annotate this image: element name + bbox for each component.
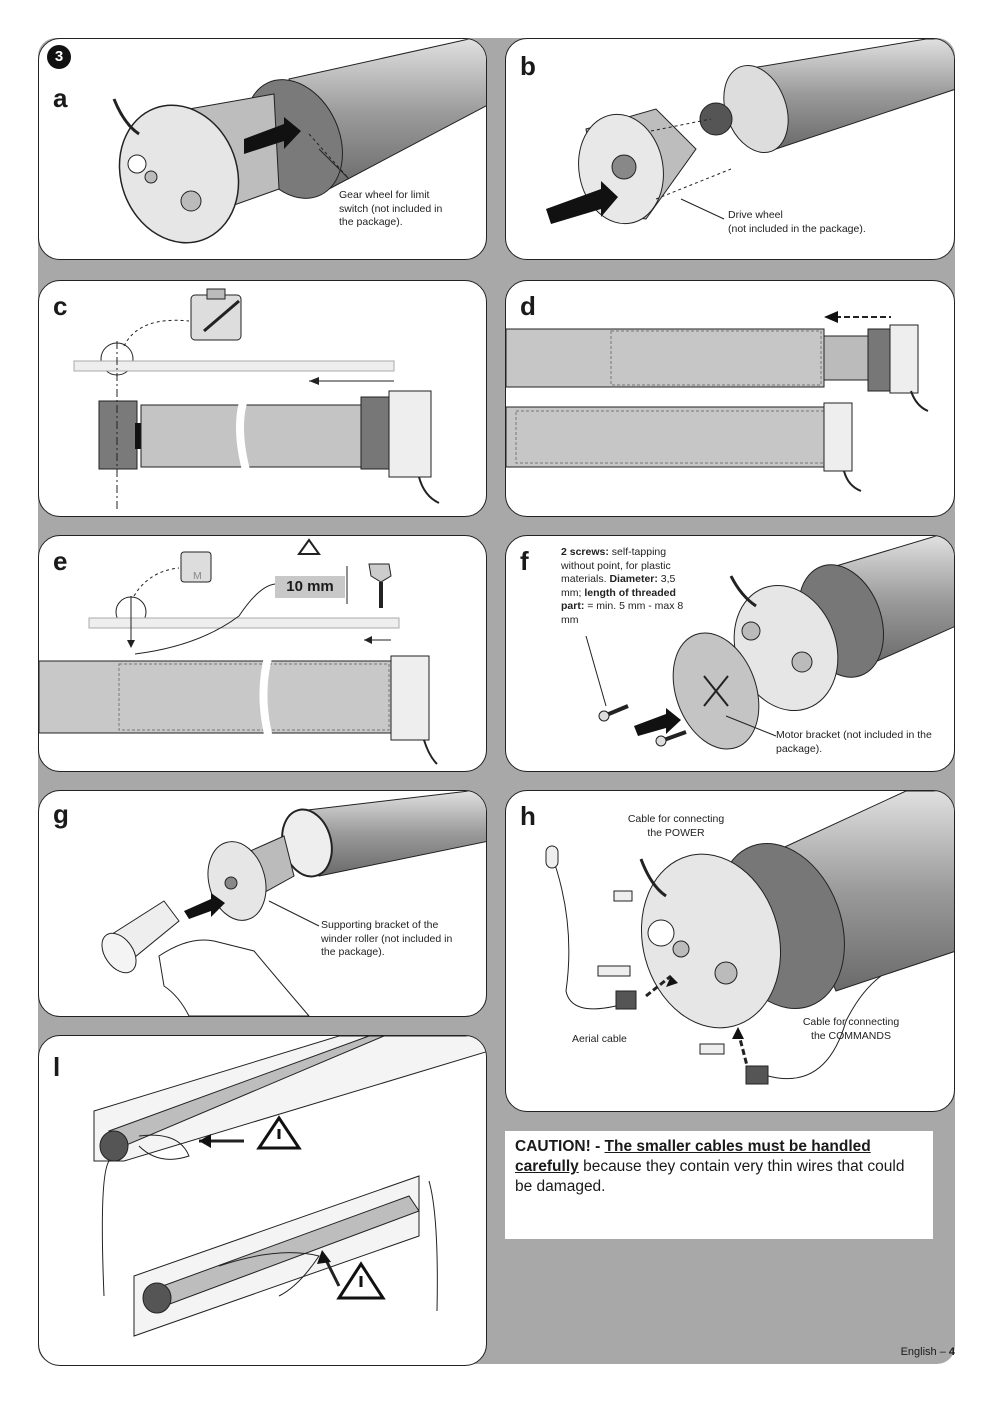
panel-g-caption: Supporting bracket of the winder roller …	[321, 919, 453, 958]
panel-h-letter: h	[520, 801, 536, 831]
panel-h: h Cable for connecting the POWER Aerial …	[505, 790, 955, 1112]
aerial-cable-caption: Aerial cable	[572, 1033, 627, 1045]
screws-spec-t5: length of threaded part:	[561, 586, 676, 613]
panel-c-letter: c	[53, 291, 68, 321]
panel-f-letter: f	[520, 546, 529, 576]
panel-a-caption: Gear wheel for limit switch (not include…	[339, 189, 443, 228]
panel-b-caption-line2: (not included in the package).	[728, 222, 866, 235]
caution-lead: CAUTION! -	[515, 1138, 605, 1155]
screws-spec-t1: 2 screws:	[561, 546, 609, 558]
screws-spec-t2: self-tapping without point, for plastic …	[561, 546, 671, 585]
commands-cable-caption: Cable for connecting the COMMANDS	[781, 1016, 921, 1043]
panel-l: l	[38, 1035, 487, 1366]
motor-bracket-illustration	[585, 536, 954, 750]
caution-rest: because they contain very thin wires tha…	[515, 1158, 905, 1195]
screws-spec-t6: = min. 5 mm - max 8 mm	[561, 600, 684, 626]
step-number-badge: 3	[47, 45, 71, 69]
power-cable-caption-line2: the POWER	[647, 826, 705, 839]
panel-b: b Drive wheel (not included in the packa…	[505, 38, 955, 260]
power-cable-caption: Cable for connecting the POWER	[606, 813, 746, 840]
panel-d: d	[505, 280, 955, 517]
panel-a-letter: a	[53, 83, 68, 113]
screws-spec: 2 screws: self-tapping without point, fo…	[561, 546, 696, 627]
panel-b-caption: Drive wheel (not included in the package…	[728, 209, 928, 236]
drive-wheel-illustration	[546, 39, 954, 225]
cable-routing-illustration	[93, 1036, 486, 1337]
supporting-bracket-illustration	[101, 791, 486, 1016]
panel-g: g Supporting bracket of the winder rolle…	[38, 790, 487, 1017]
caution-underlined: The smaller cables must be handled caref…	[515, 1138, 871, 1175]
page-footer: English – 4	[901, 1346, 955, 1358]
motor-gear-illustration	[112, 39, 486, 244]
panel-e: e 10 mm M	[38, 535, 487, 772]
panel-a: 3 a Gear wheel for limit switch (not inc…	[38, 38, 487, 260]
panel-g-letter: g	[53, 799, 69, 829]
footer-language: English –	[900, 1346, 949, 1358]
panel-b-letter: b	[520, 51, 536, 81]
dimension-10mm: 10 mm	[275, 576, 345, 598]
screws-spec-t3: Diameter:	[609, 573, 658, 585]
marker-m-label: M	[193, 570, 202, 582]
caution-note: CAUTION! - The smaller cables must be ha…	[505, 1131, 933, 1239]
panel-c: c	[38, 280, 487, 517]
panel-d-letter: d	[520, 291, 536, 321]
measure-tube-illustration	[73, 288, 440, 511]
cables-illustration	[545, 791, 954, 1085]
panel-l-letter: l	[53, 1052, 61, 1082]
power-cable-caption-line1: Cable for connecting	[627, 813, 725, 825]
screws-spec-t4: 3,5 mm;	[561, 573, 676, 599]
footer-page-number: 4	[948, 1346, 955, 1358]
panel-b-caption-line1: Drive wheel	[728, 209, 783, 221]
commands-cable-caption-line2: the COMMANDS	[811, 1029, 891, 1042]
motor-bracket-caption: Motor bracket (not included in the packa…	[776, 729, 932, 755]
panel-f: f 2 screws: self-tapping without point, …	[505, 535, 955, 772]
insert-motor-illustration	[506, 311, 929, 492]
commands-cable-caption-line1: Cable for connecting	[802, 1016, 900, 1028]
screw-position-illustration	[39, 538, 438, 765]
panel-e-letter: e	[53, 546, 68, 576]
